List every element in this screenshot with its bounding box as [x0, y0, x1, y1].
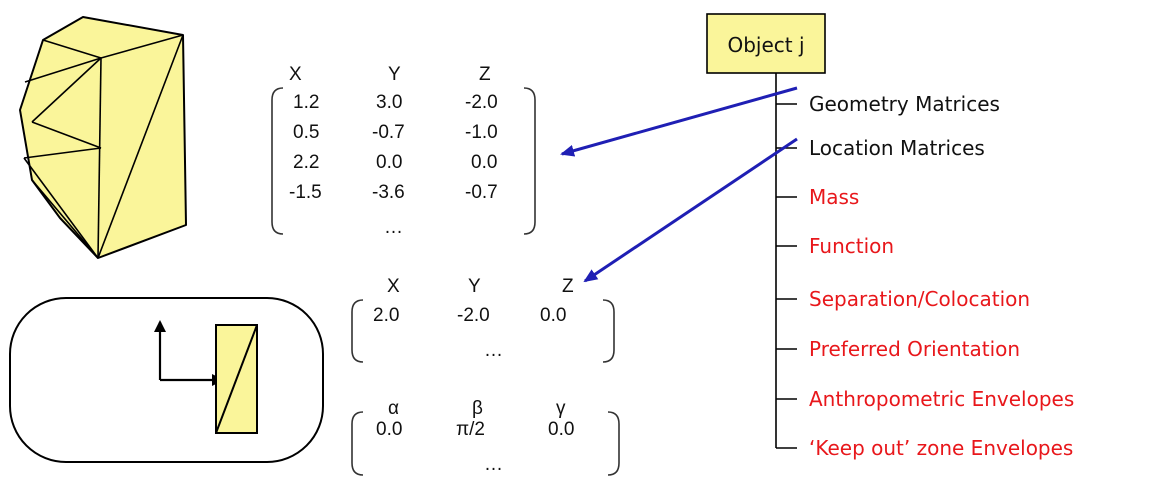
location-matrix-left-bracket	[351, 299, 364, 363]
location-header-x: X	[387, 276, 400, 297]
tree-item-label: Function	[809, 234, 894, 258]
object-3d-shape	[19, 16, 187, 259]
location-matrix-right-bracket	[602, 299, 615, 363]
location-header-z: Z	[562, 276, 574, 297]
geometry-cell: -3.6	[372, 182, 405, 203]
object-3d-outline	[19, 16, 187, 259]
geometry-cell: -0.7	[465, 182, 498, 203]
geometry-header-y: Y	[388, 64, 401, 85]
orientation-header-beta: β	[472, 398, 483, 419]
location-matrix: X Y Z 2.0 -2.0 0.0 …	[351, 276, 615, 363]
geometry-cell: 0.0	[376, 152, 402, 173]
geometry-cell: 0.5	[293, 122, 319, 143]
tree-item-label: Geometry Matrices	[809, 92, 1000, 116]
location-link-arrow	[583, 137, 798, 283]
location-ellipsis: …	[484, 340, 503, 361]
object-3d-edges	[23, 34, 184, 259]
tree-item-label: Preferred Orientation	[809, 337, 1020, 361]
geometry-cell: -0.7	[372, 122, 405, 143]
placed-object-diagonal	[215, 324, 258, 434]
geometry-cell: 1.2	[293, 92, 319, 113]
geometry-cell: 3.0	[376, 92, 402, 113]
orientation-cell: 0.0	[376, 419, 402, 440]
placement-view	[9, 297, 324, 463]
tree-item-label: Location Matrices	[809, 136, 985, 160]
orientation-matrix-left-bracket	[351, 411, 364, 476]
geometry-header-x: X	[289, 64, 302, 85]
orientation-header-gamma: γ	[556, 398, 566, 419]
geometry-cell: 0.0	[471, 152, 497, 173]
orientation-cell: 0.0	[548, 419, 574, 440]
orientation-header-alpha: α	[388, 398, 399, 419]
orientation-cell: π/2	[456, 419, 485, 440]
geometry-matrix-left-bracket	[271, 87, 284, 235]
location-header-y: Y	[468, 276, 481, 297]
location-cell: -2.0	[457, 305, 490, 326]
tree-item-label: Mass	[809, 185, 859, 209]
orientation-ellipsis: …	[484, 454, 503, 475]
geometry-cell: -1.5	[289, 182, 322, 203]
location-cell: 2.0	[373, 305, 399, 326]
geometry-ellipsis: …	[384, 217, 403, 238]
geometry-matrix-right-bracket	[523, 87, 536, 235]
tree-item-label: ‘Keep out’ zone Envelopes	[809, 436, 1073, 460]
tree-root-box	[706, 13, 826, 74]
geometry-header-z: Z	[479, 64, 491, 85]
tree-root-label: Object j	[727, 33, 804, 57]
orientation-matrix-right-bracket	[607, 411, 620, 476]
orientation-matrix: α β γ 0.0 π/2 0.0 …	[351, 398, 620, 476]
geometry-matrix: X Y Z 1.2 3.0 -2.0 0.5 -0.7 -1.0 2.2 0.0…	[271, 64, 536, 238]
tree-item-label: Anthropometric Envelopes	[809, 387, 1074, 411]
geometry-link-arrow	[560, 86, 798, 157]
geometry-cell: -1.0	[465, 122, 498, 143]
tree-item-label: Separation/Colocation	[809, 287, 1030, 311]
geometry-cell: 2.2	[293, 152, 319, 173]
geometry-cell: -2.0	[465, 92, 498, 113]
location-cell: 0.0	[540, 305, 566, 326]
